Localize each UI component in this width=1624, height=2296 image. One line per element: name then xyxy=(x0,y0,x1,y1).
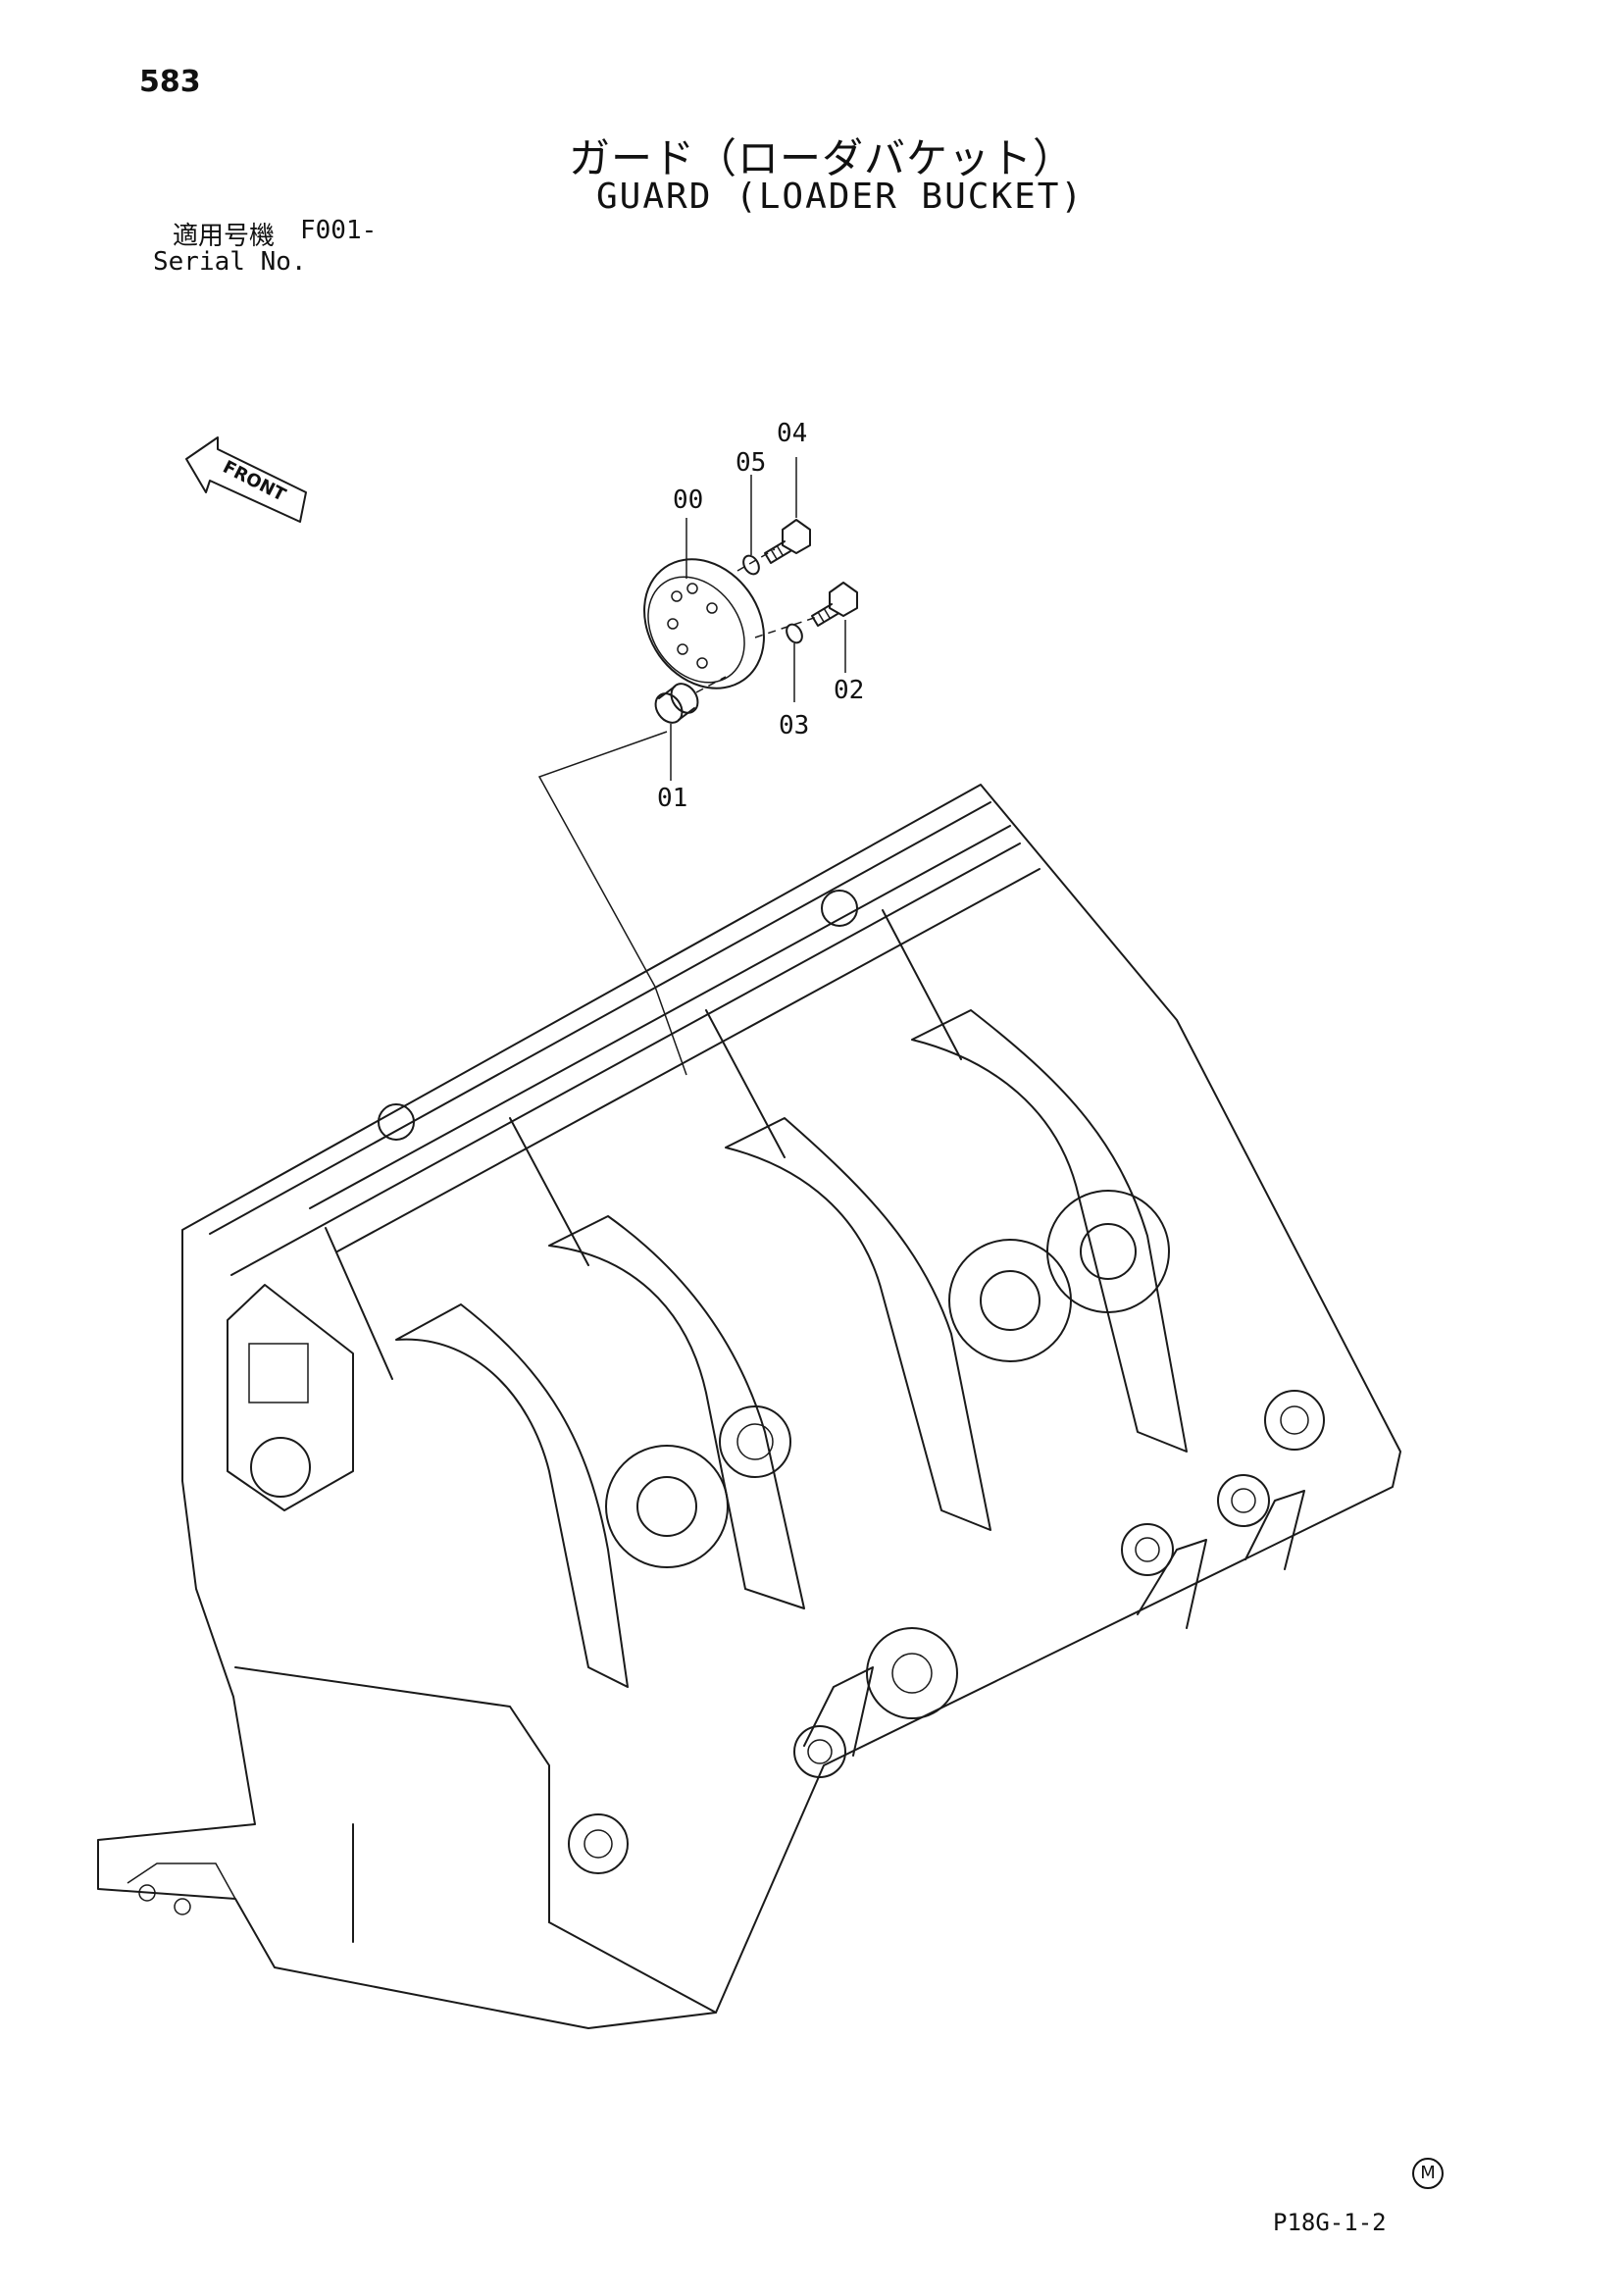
washer-upper xyxy=(742,554,760,576)
callout-00: 00 xyxy=(673,485,703,515)
title-japanese: ガード（ローダバケット） xyxy=(569,134,1076,182)
bolt-lower xyxy=(811,582,858,627)
serial-label-japanese: 適用号機 xyxy=(173,222,276,251)
m-mark: M xyxy=(1412,2158,1444,2189)
front-arrow-icon: FRONT xyxy=(185,436,307,523)
bolt-upper xyxy=(764,519,811,564)
title-english: GUARD (LOADER BUCKET) xyxy=(596,177,1085,217)
callout-05: 05 xyxy=(736,448,766,478)
drawing-code: P18G-1-2 xyxy=(1273,2209,1387,2236)
serial-label-english: Serial No. xyxy=(153,247,307,277)
front-label: FRONT xyxy=(220,457,289,506)
loader-bucket xyxy=(97,784,1401,2029)
page-number: 583 xyxy=(139,65,201,99)
guard-plate xyxy=(643,558,765,689)
callout-04: 04 xyxy=(777,419,807,448)
washer-lower xyxy=(786,623,803,644)
spacer-part xyxy=(654,683,699,724)
serial-code: F001- xyxy=(300,216,378,245)
callout-02: 02 xyxy=(834,676,864,705)
callout-01: 01 xyxy=(657,784,687,813)
callout-03: 03 xyxy=(779,711,809,740)
